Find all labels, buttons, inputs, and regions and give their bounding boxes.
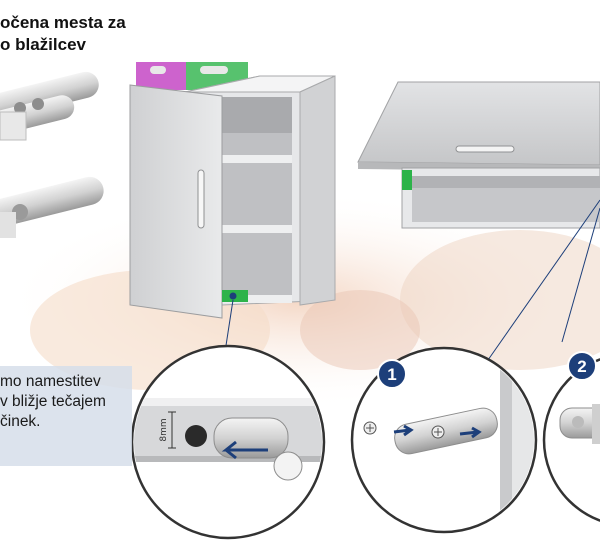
heading-line-2: o blažilcev [0,35,86,54]
step-2-number: 2 [577,357,586,376]
detail-circle-step-2: 2 [542,351,600,522]
wall-cabinet [129,62,336,319]
note-line-2: v bližje tečajem [0,393,106,410]
damper-pair-top [0,71,99,141]
note-line-1: mo namestitev [0,373,101,390]
step-1-number: 1 [387,365,396,384]
measurement-label: 8mm [159,418,169,441]
detail-circle-insert: 8mm [130,344,326,540]
heading-line-1: očena mesta za [0,13,126,32]
leader-line-step2 [561,207,600,343]
note-line-3: činek. [0,413,41,430]
lift-up-cabinet [357,81,600,229]
note-text: mo namestitev v bližje tečajem činek. [0,372,106,432]
note-box [0,366,132,466]
heading: očena mesta za o blažilcev [0,12,126,56]
leader-line-step1 [487,199,600,361]
damper-single-bottom [0,176,104,238]
leader-line-cabinet [224,299,234,353]
